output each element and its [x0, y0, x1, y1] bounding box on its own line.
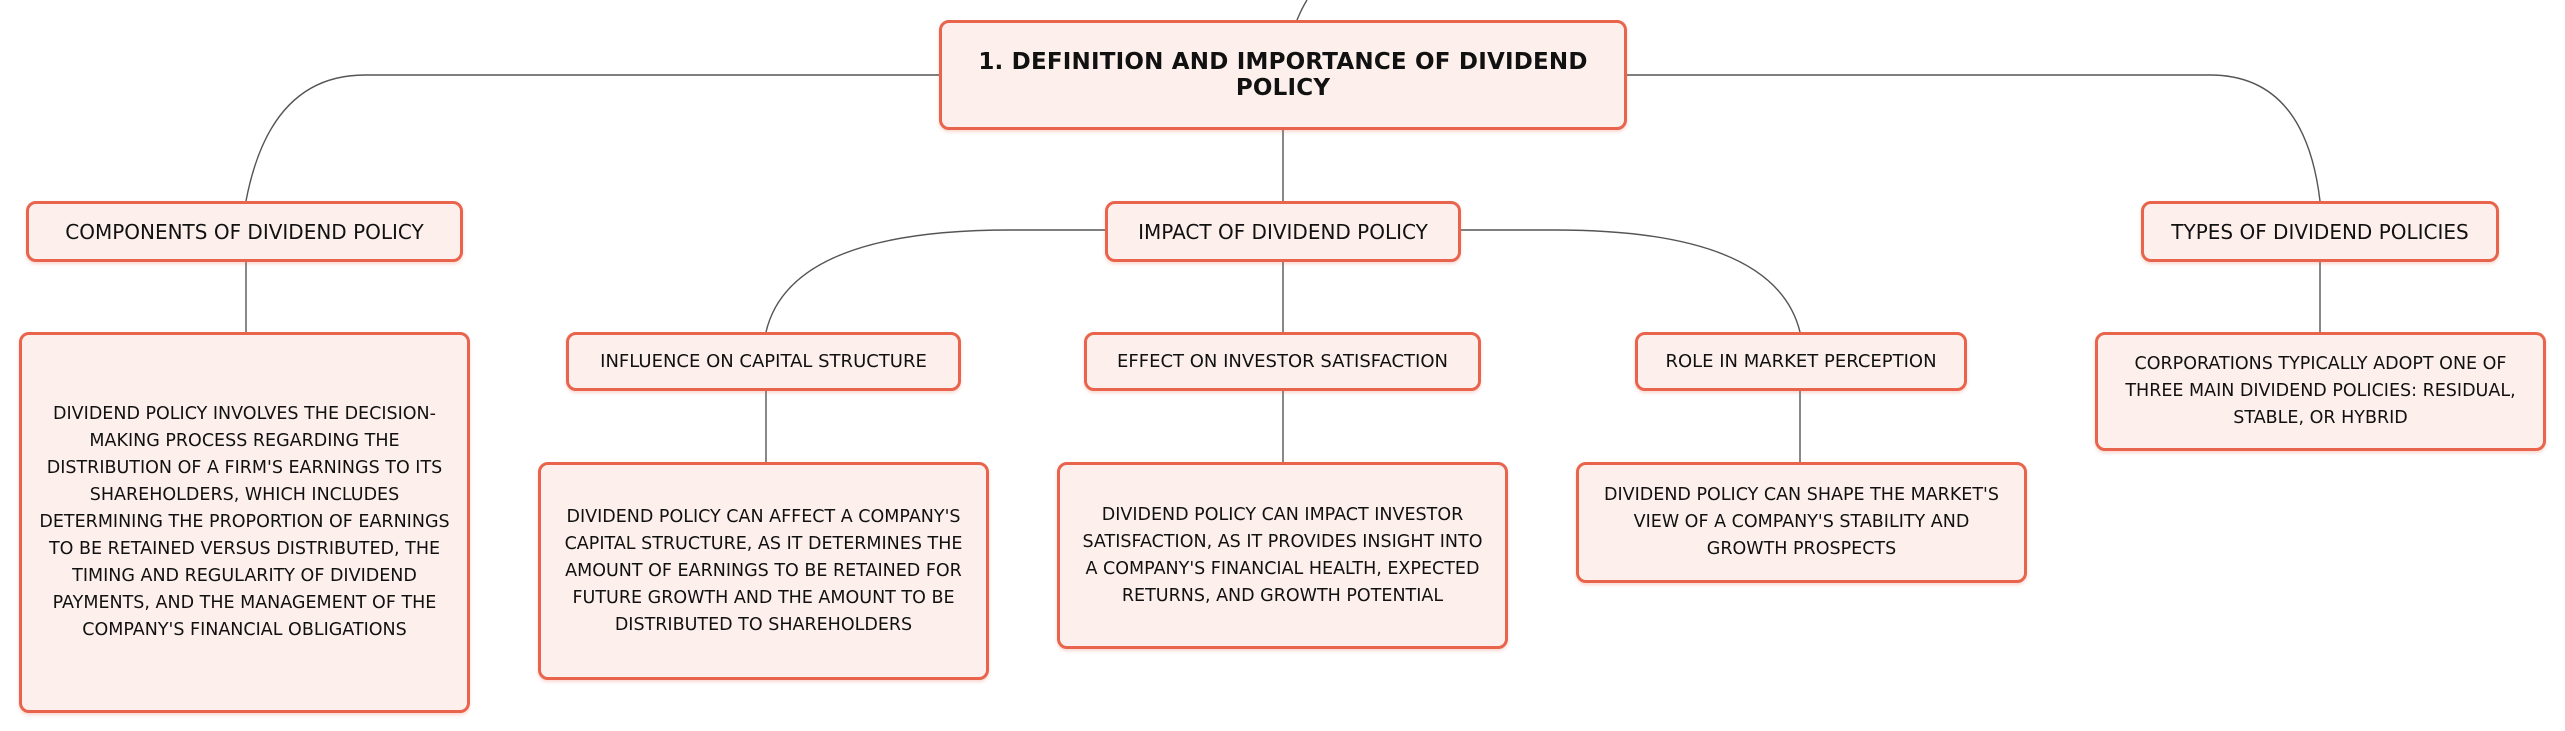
capital-structure-label: Influence on Capital Structure	[600, 351, 927, 372]
impact-topic-node[interactable]: Impact of Dividend Policy	[1105, 201, 1461, 262]
investor-satisfaction-node[interactable]: Effect on Investor Satisfaction	[1084, 332, 1481, 391]
investor-satisfaction-detail-node[interactable]: Dividend policy can impact investor sati…	[1057, 462, 1508, 649]
components-detail-text: Dividend policy involves the decision-ma…	[39, 404, 450, 640]
market-perception-detail-text: Dividend policy can shape the market's v…	[1604, 485, 1999, 559]
connector-root-incoming	[1296, 0, 1308, 21]
market-perception-detail-node[interactable]: Dividend policy can shape the market's v…	[1576, 462, 2027, 583]
connector-root-components	[245, 74, 942, 202]
connector-root-types	[1625, 74, 2321, 202]
root-topic-node[interactable]: 1. Definition and Importance of Dividend…	[939, 20, 1627, 130]
impact-topic-label: Impact of Dividend Policy	[1138, 219, 1428, 244]
investor-satisfaction-detail-text: Dividend policy can impact investor sati…	[1082, 504, 1483, 606]
components-topic-label: Components of Dividend Policy	[65, 219, 424, 244]
capital-structure-detail-text: Dividend policy can affect a company's c…	[564, 506, 963, 635]
components-topic-node[interactable]: Components of Dividend Policy	[26, 201, 463, 262]
connector-impact-market	[1460, 229, 1801, 333]
types-detail-text: Corporations typically adopt one of thre…	[2125, 354, 2516, 428]
market-perception-label: Role in Market Perception	[1665, 351, 1937, 372]
market-perception-node[interactable]: Role in Market Perception	[1635, 332, 1967, 391]
capital-structure-detail-node[interactable]: Dividend policy can affect a company's c…	[538, 462, 989, 680]
root-topic-label: 1. Definition and Importance of Dividend…	[978, 49, 1588, 101]
components-detail-node[interactable]: Dividend policy involves the decision-ma…	[19, 332, 470, 713]
connector-impact-capital	[765, 229, 1105, 333]
types-topic-node[interactable]: Types of Dividend Policies	[2141, 201, 2499, 262]
types-topic-label: Types of Dividend Policies	[2171, 219, 2469, 244]
capital-structure-node[interactable]: Influence on Capital Structure	[566, 332, 961, 391]
investor-satisfaction-label: Effect on Investor Satisfaction	[1117, 351, 1448, 372]
types-detail-node[interactable]: Corporations typically adopt one of thre…	[2095, 332, 2546, 451]
